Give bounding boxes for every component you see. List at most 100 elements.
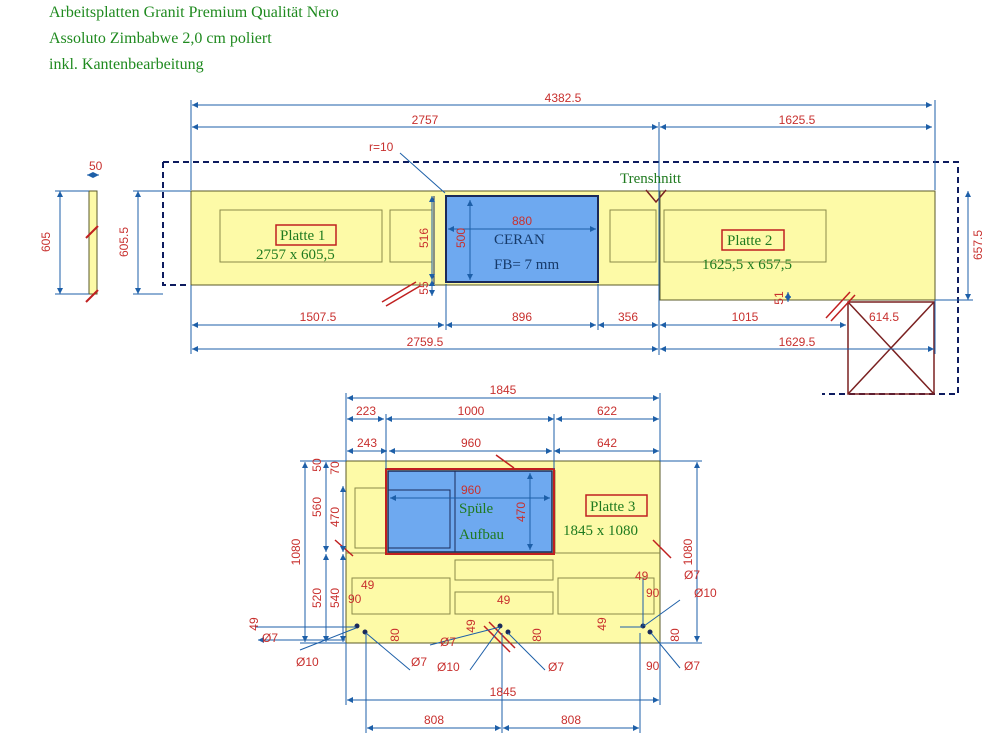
dim-o7-c: Ø7: [440, 635, 456, 649]
dim-4382: 4382.5: [545, 91, 582, 105]
dim-223: 223: [356, 404, 376, 418]
cabinet-outline: [351, 577, 451, 615]
platte1-label-box: [275, 224, 337, 246]
dim-960: 960: [461, 436, 481, 450]
drill-hole: [505, 629, 511, 635]
platte3-size: 1845 x 1080: [563, 523, 638, 539]
dim-sink-height: 470: [514, 502, 528, 522]
platte3-label: Platte 3: [590, 499, 635, 515]
dim-1845-top: 1845: [490, 383, 517, 397]
dim-80-b: 80: [530, 628, 544, 642]
fb-label: FB= 7 mm: [494, 257, 559, 273]
trennschnitt-marker: [645, 189, 667, 204]
dim-1845-bottom: 1845: [490, 685, 517, 699]
leader-line: [365, 632, 411, 671]
dim-896: 896: [512, 310, 532, 324]
dim-o7-d: Ø7: [548, 660, 564, 674]
title-line-3: inkl. Kantenbearbeitung: [49, 56, 204, 73]
platte1-label: Platte 1: [280, 228, 325, 244]
dim-516: 516: [417, 228, 431, 248]
leader-line: [469, 627, 501, 671]
dim-left-1080: 1080: [289, 538, 303, 565]
dim-o7-b: Ø7: [411, 655, 427, 669]
cabinet-outline: [609, 209, 657, 263]
dim-90-b: 90: [646, 586, 660, 600]
dim-500: 500: [454, 228, 468, 248]
sink-basin-left: [387, 489, 451, 549]
dim-90-a: 90: [348, 592, 362, 606]
dim-left-520: 520: [310, 588, 324, 608]
dim-49-e: 49: [464, 619, 478, 633]
cut-mark: [381, 281, 417, 303]
cabinet-outline: [557, 577, 655, 615]
dim-o10-a: Ø10: [296, 655, 319, 669]
leader-line: [507, 632, 546, 671]
dim-49-c: 49: [635, 569, 649, 583]
leader-line: [429, 626, 501, 646]
dim-614: 614.5: [869, 310, 899, 324]
cut-mark: [85, 289, 99, 303]
dim-55: 55: [417, 281, 431, 295]
dim-808-left: 808: [424, 713, 444, 727]
dim-622: 622: [597, 404, 617, 418]
dim-2759: 2759.5: [407, 335, 444, 349]
dim-49-a: 49: [361, 578, 375, 592]
spuele-label: Spüle: [459, 501, 494, 517]
title-line-2: Assoluto Zimbabwe 2,0 cm poliert: [49, 30, 272, 47]
dim-left-50: 50: [310, 458, 324, 472]
dim-1015: 1015: [732, 310, 759, 324]
dim-90-c: 90: [646, 659, 660, 673]
dim-49-d: 49: [247, 617, 261, 631]
dim-side-height: 605: [39, 232, 53, 252]
dim-642: 642: [597, 436, 617, 450]
dim-2757: 2757: [412, 113, 439, 127]
top-section: 4382.5 2757 1625.5 r=10 Trenshnitt 50 60…: [39, 91, 985, 395]
dim-356: 356: [618, 310, 638, 324]
dim-243: 243: [357, 436, 377, 450]
dim-80-a: 80: [388, 628, 402, 642]
platte1-size: 2757 x 605,5: [256, 247, 335, 263]
platte2-label-box: [721, 229, 785, 251]
dim-1507: 1507.5: [300, 310, 337, 324]
dim-radius: r=10: [369, 140, 394, 154]
dim-side-width: 50: [89, 159, 103, 173]
sink-frame: [385, 468, 555, 555]
aufbau-label: Aufbau: [459, 527, 504, 543]
dim-ceran-width: 880: [512, 214, 532, 228]
dim-o7-a: Ø7: [262, 631, 278, 645]
cut-mark: [85, 225, 99, 239]
cabinet-outline: [454, 591, 554, 615]
dim-height-left: 605.5: [117, 227, 131, 257]
dim-80-c: 80: [668, 628, 682, 642]
ceran-label: CERAN: [494, 232, 545, 248]
dim-o10-c: Ø10: [694, 586, 717, 600]
cabinet-outline: [454, 559, 554, 581]
drill-hole: [354, 623, 360, 629]
leader-line: [643, 599, 681, 627]
platte2-size: 1625,5 x 657,5: [702, 257, 792, 273]
cut-mark: [495, 454, 515, 469]
platte2-label: Platte 2: [727, 233, 772, 249]
side-panel: [88, 190, 98, 295]
dim-right-1080: 1080: [681, 538, 695, 565]
dim-1629: 1629.5: [779, 335, 816, 349]
dim-49-f: 49: [595, 617, 609, 631]
dim-o7-e: Ø7: [684, 568, 700, 582]
title-line-1: Arbeitsplatten Granit Premium Qualität N…: [49, 4, 339, 21]
r10-leader: [399, 152, 446, 194]
sink-cutout: [387, 470, 553, 553]
island-section: 1845 223 1000 622 243 960 642 960 470 47…: [247, 383, 717, 733]
cabinet-outline: [219, 209, 383, 263]
dim-51: 51: [772, 291, 786, 305]
leader-line: [299, 627, 357, 651]
dim-1000: 1000: [458, 404, 485, 418]
dim-o10-b: Ø10: [437, 660, 460, 674]
dim-808-right: 808: [561, 713, 581, 727]
cut-mark: [385, 285, 421, 307]
dim-left-560: 560: [310, 497, 324, 517]
dim-1625: 1625.5: [779, 113, 816, 127]
dim-sink-width: 960: [461, 483, 481, 497]
cut-mark: [652, 539, 672, 559]
cut-mark: [825, 291, 851, 319]
